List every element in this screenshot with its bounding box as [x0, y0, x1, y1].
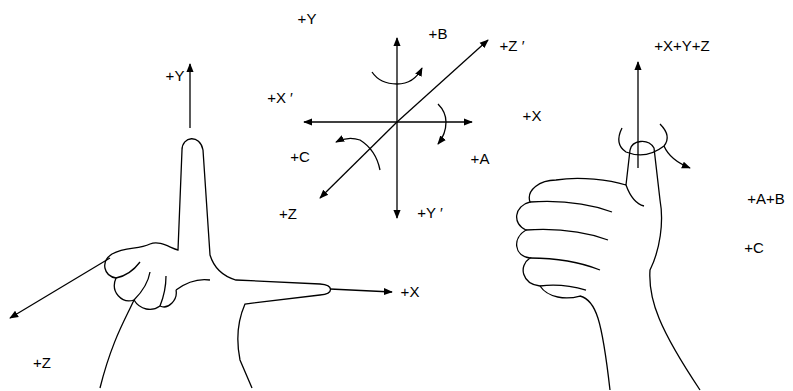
left-hand-fingers	[105, 150, 182, 309]
axis-label: +Z ′	[500, 38, 525, 53]
a-rotation	[438, 104, 446, 144]
hand-xyz-axis	[637, 62, 638, 168]
axis-label: +Z	[279, 206, 297, 221]
hand-rotation-head	[664, 146, 690, 168]
z-axis	[320, 122, 397, 198]
left-hand-wrist	[100, 300, 134, 388]
axis-label: +X+Y+Z	[654, 38, 709, 53]
y-prime-axis	[396, 122, 397, 218]
x-prime-axis	[304, 121, 397, 122]
right-hand-fist	[517, 150, 630, 390]
left-hand	[182, 139, 331, 388]
axis-label: +B	[429, 26, 448, 41]
b-rotation	[372, 68, 422, 84]
hand-y-axis	[189, 64, 190, 128]
axis-label: +C	[744, 240, 764, 255]
axis-label: +A+B	[747, 191, 785, 206]
axis-label: +Y ′	[417, 205, 442, 220]
axis-label: +Z	[33, 355, 51, 370]
axis-label: +Y	[166, 68, 185, 83]
y-axis	[396, 38, 397, 122]
axis-label: +C	[290, 149, 310, 164]
axis-label: +X ′	[267, 90, 293, 105]
right-hand	[630, 141, 700, 390]
hand-x-axis	[330, 289, 392, 292]
right-hand-creases	[526, 185, 644, 290]
axis-label: +X	[401, 284, 420, 299]
axis-label: +X	[523, 108, 542, 123]
hand-z-axis	[10, 258, 110, 318]
c-rotation	[336, 138, 380, 170]
x-axis	[397, 121, 472, 122]
hand-rotation	[619, 124, 667, 155]
axis-label: +Y	[298, 11, 317, 26]
left-hand-creases	[116, 262, 210, 306]
axis-label: +A	[471, 151, 490, 166]
